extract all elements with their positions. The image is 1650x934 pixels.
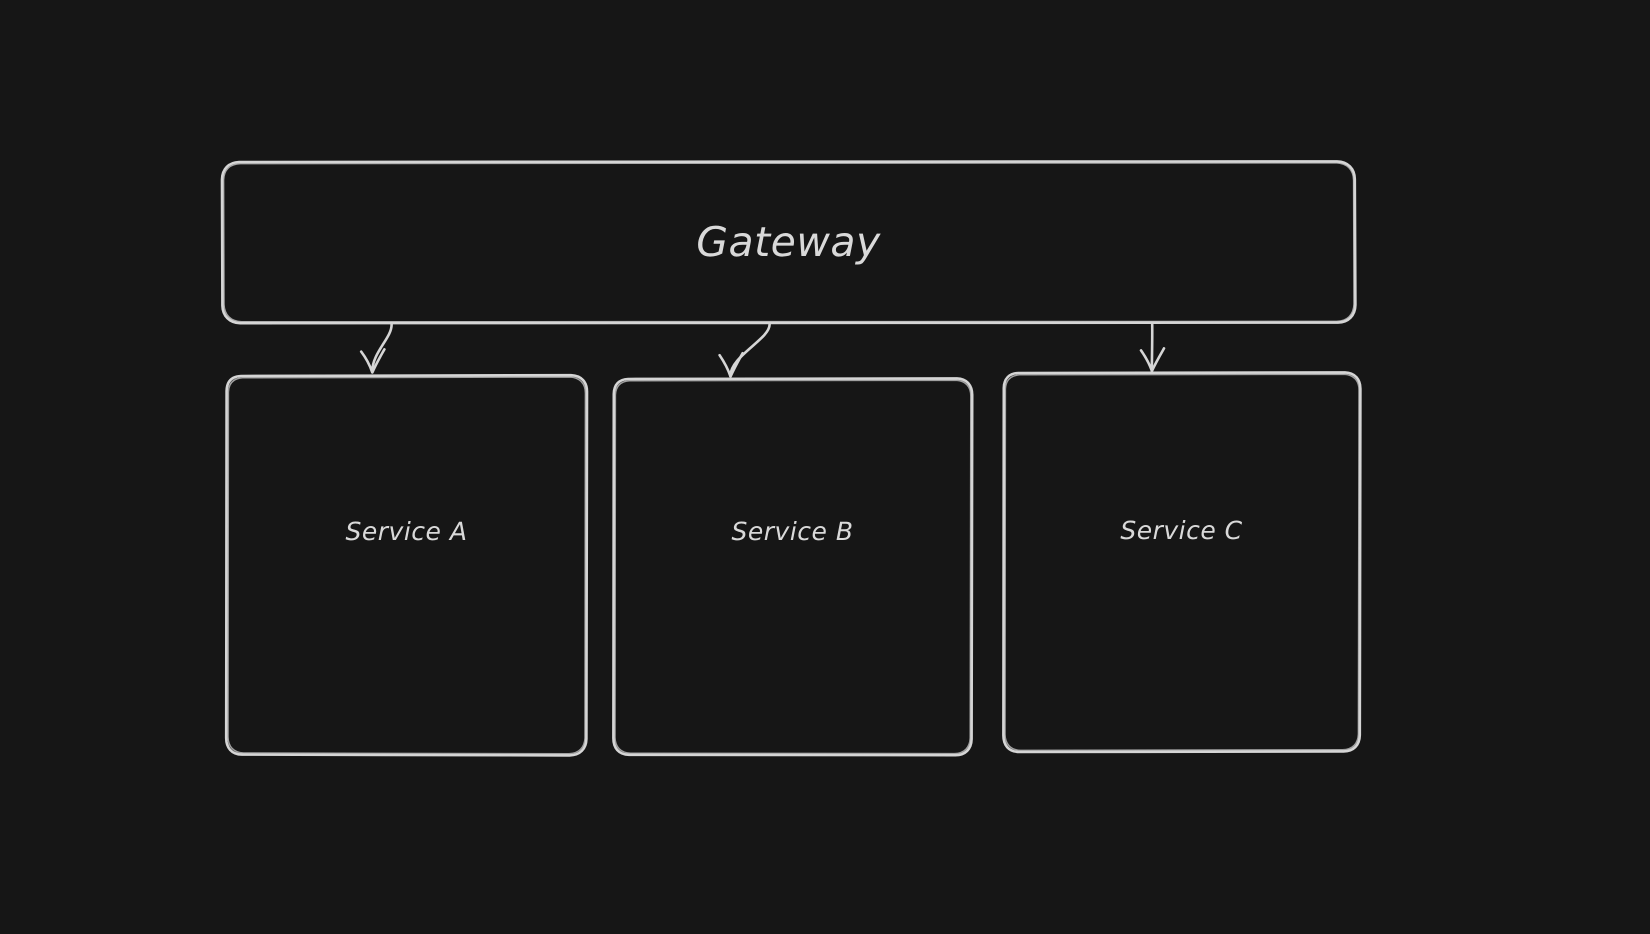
node-service-b[interactable]: Service B — [613, 378, 972, 755]
node-service-a[interactable]: Service A — [226, 375, 587, 755]
node-service-b-label: Service B — [731, 517, 854, 546]
node-service-c[interactable]: Service C — [1003, 372, 1360, 752]
arrow-gateway-to-service-c — [1139, 323, 1166, 373]
node-gateway-label: Gateway — [696, 218, 881, 266]
arrow-gateway-to-service-a — [359, 323, 393, 374]
node-service-c-label: Service C — [1120, 516, 1243, 545]
node-service-a-label: Service A — [345, 517, 468, 546]
arrow-gateway-to-service-b — [718, 323, 771, 378]
node-gateway[interactable]: Gateway — [222, 161, 1355, 323]
